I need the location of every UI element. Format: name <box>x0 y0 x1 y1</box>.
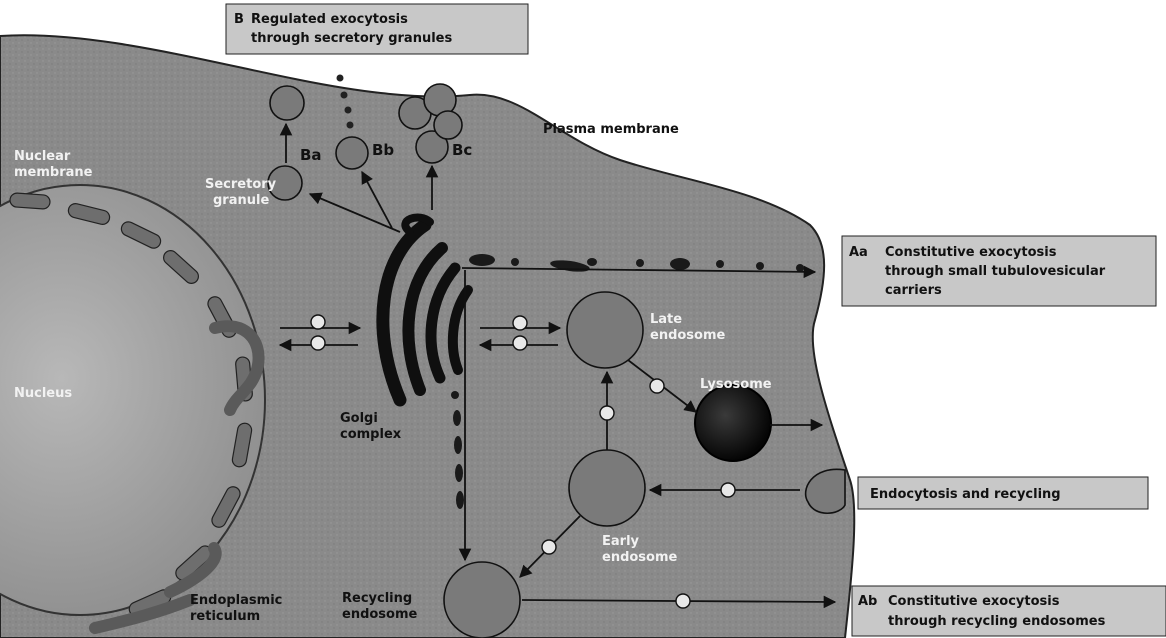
ba-label: Ba <box>300 146 322 164</box>
callout-aa-line-1: Constitutive exocytosis <box>885 245 1057 260</box>
lysosome <box>695 385 771 461</box>
callout-ab-line-2: through recycling endosomes <box>888 614 1106 629</box>
callout-ab-code: Ab <box>858 594 877 609</box>
bb-label: Bb <box>372 141 394 159</box>
early-endosome <box>569 450 645 526</box>
vesicle-bb <box>336 137 368 169</box>
callout-b: B Regulated exocytosis through secretory… <box>226 4 528 54</box>
callout-aa-line-2: through small tubulovesicular <box>885 264 1106 279</box>
late-endosome-label-1: Late <box>650 312 682 327</box>
callout-ab: Ab Constitutive exocytosis through recyc… <box>852 586 1166 636</box>
late-endosome-label-2: endosome <box>650 328 726 343</box>
callout-endocytosis-line-1: Endocytosis and recycling <box>870 487 1061 502</box>
golgi-label-2: complex <box>340 427 402 442</box>
callout-ab-line-1: Constitutive exocytosis <box>888 594 1060 609</box>
callout-aa-line-3: carriers <box>885 283 942 298</box>
recycling-endosome-label-2: endosome <box>342 607 418 622</box>
golgi-label-1: Golgi <box>340 411 378 426</box>
nucleus-label: Nucleus <box>14 386 72 401</box>
early-endosome-label-2: endosome <box>602 550 678 565</box>
callout-b-line-1: Regulated exocytosis <box>251 12 408 27</box>
callout-b-code: B <box>234 12 244 27</box>
early-endosome-label-1: Early <box>602 534 640 549</box>
nuclear-membrane-label-2: membrane <box>14 165 93 180</box>
callout-aa-code: Aa <box>849 245 868 260</box>
late-endosome <box>567 292 643 368</box>
er-label-2: reticulum <box>190 609 260 624</box>
fusing-granule-3 <box>434 111 462 139</box>
recycling-endosome <box>444 562 520 638</box>
callout-endocytosis: Endocytosis and recycling <box>858 477 1148 509</box>
bc-label: Bc <box>452 141 472 159</box>
plasma-membrane-label: Plasma membrane <box>543 122 679 137</box>
callout-b-line-2: through secretory granules <box>251 31 452 46</box>
recycling-endosome-label-1: Recycling <box>342 591 412 606</box>
secretory-granule-label-2: granule <box>213 193 269 208</box>
vesicle-ba <box>270 86 304 120</box>
nuclear-membrane-label-1: Nuclear <box>14 149 71 164</box>
lysosome-label: Lysosome <box>700 377 772 392</box>
callout-aa: Aa Constitutive exocytosis through small… <box>842 236 1156 306</box>
er-label-1: Endoplasmic <box>190 593 282 608</box>
secretory-granule-label-1: Secretory <box>205 177 277 192</box>
